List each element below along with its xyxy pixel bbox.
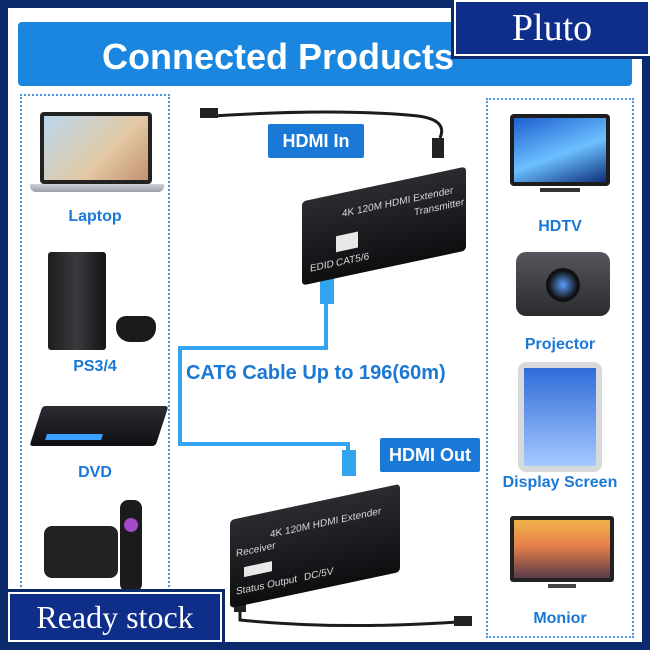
- remote-control-icon: [120, 500, 142, 592]
- hdmi-in-cable: [212, 110, 444, 139]
- receiver-port1: Status Output: [236, 573, 298, 598]
- rj45-plug-top: [320, 278, 334, 304]
- brand-badge: Pluto: [451, 0, 650, 59]
- device-label-dvd: DVD: [78, 464, 112, 481]
- rj45-plug-bottom: [342, 450, 356, 476]
- tv-icon: [510, 114, 610, 186]
- device-label-projector: Projector: [524, 336, 596, 353]
- game-console-icon: [48, 252, 106, 350]
- receiver-label: 4K 120M HDMI Extender: [270, 505, 382, 541]
- tablet-icon: [518, 362, 602, 472]
- hdmi-plug-top-left: [200, 108, 218, 118]
- transmitter-port2: CAT5/6: [336, 251, 370, 270]
- rj45-port: [336, 231, 358, 253]
- hdmi-plug-top-right: [432, 138, 444, 158]
- ready-stock-badge: Ready stock: [5, 589, 225, 645]
- hdmi-port: [244, 561, 272, 578]
- ready-stock-label: Ready stock: [36, 599, 194, 635]
- laptop-icon: [40, 112, 152, 184]
- monitor-icon: [510, 516, 614, 582]
- gamepad-icon: [116, 316, 156, 342]
- hdmi-plug-bottom-right: [454, 616, 472, 626]
- display-devices-panel: HDTV Projector Display Screen Monior: [486, 98, 634, 638]
- cable-diagram: [178, 108, 472, 628]
- projector-icon: [516, 252, 610, 316]
- hdmi-in-tag: HDMI In: [268, 124, 364, 158]
- tv-box-icon: [44, 526, 118, 578]
- hdmi-out-cable: [238, 610, 459, 628]
- brand-label: Pluto: [511, 7, 593, 49]
- receiver-sub: Receiver: [236, 540, 276, 560]
- device-label-display-screen: Display Screen: [502, 474, 618, 491]
- dvd-player-icon: [29, 406, 169, 446]
- cat6-cable: [178, 268, 350, 468]
- device-label-monitor: Monior: [533, 610, 587, 627]
- source-devices-panel: Laptop PS3/4 DVD: [20, 94, 170, 642]
- device-label-hdtv: HDTV: [538, 218, 582, 235]
- device-label-ps: PS3/4: [73, 358, 117, 375]
- cable-length-text: CAT6 Cable Up to 196(60m): [186, 362, 446, 384]
- device-label-laptop: Laptop: [68, 208, 122, 225]
- hdmi-out-tag: HDMI Out: [380, 438, 480, 472]
- transmitter-port1: EDID: [310, 258, 334, 275]
- receiver-port2: DC/5V: [304, 566, 334, 584]
- banner-title: Connected Products: [101, 36, 455, 77]
- image-canvas: Connected Products HDMI In CAT6 Cable Up…: [8, 8, 642, 642]
